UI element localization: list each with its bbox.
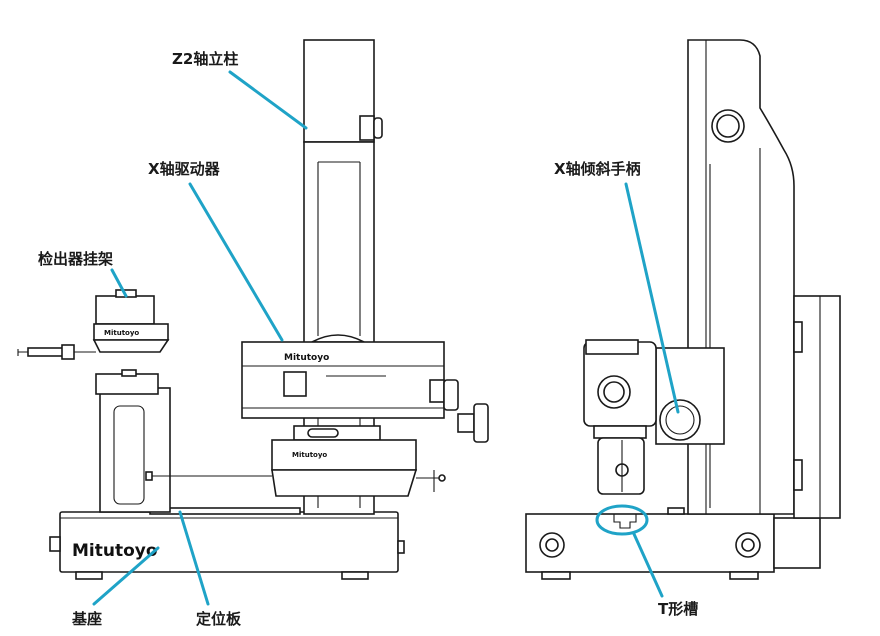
base-drawing: Mitutoyo [49, 511, 405, 580]
detector-rack-drawing: Mitutoyo [17, 289, 171, 513]
label-x-drive: X轴驱动器 [148, 160, 221, 178]
positioning-plate-drawing [149, 507, 301, 515]
label-x-tilt-handle: X轴倾斜手柄 [554, 160, 641, 178]
side-xdrive-drawing [583, 339, 725, 495]
label-base: 基座 [71, 610, 102, 628]
side-column-drawing [687, 39, 841, 519]
callout-t-slot [632, 532, 664, 598]
label-z2-column: Z2轴立柱 [172, 50, 238, 68]
base-brand-text: Mitutoyo [72, 541, 158, 561]
callout-lines [92, 70, 680, 606]
label-detector-rack: 检出器挂架 [38, 250, 113, 268]
side-view [525, 39, 841, 580]
detector-holder-drawing: Mitutoyo [145, 439, 446, 497]
callout-x-drive [188, 182, 284, 342]
callout-x-tilt-handle [624, 182, 680, 414]
callout-t-slot-ring [595, 504, 649, 536]
callout-positioning-plate [178, 510, 210, 606]
holder-brand-text: Mitutoyo [292, 451, 327, 459]
callout-detector-rack [110, 268, 128, 298]
callout-z2-column [228, 70, 308, 130]
drive-brand-text: Mitutoyo [284, 353, 329, 363]
label-positioning-plate: 定位板 [196, 610, 242, 628]
callout-base [92, 546, 160, 606]
x-drive-drawing: Mitutoyo [241, 334, 489, 443]
label-t-slot: T形槽 [658, 600, 698, 618]
side-base-drawing [525, 507, 821, 580]
rack-brand-text: Mitutoyo [104, 329, 139, 337]
labels: Z2轴立柱 X轴驱动器 检出器挂架 X轴倾斜手柄 基座 定位板 T形槽 [38, 50, 698, 628]
front-view: Mitutoyo Mitutoyo [17, 39, 489, 580]
